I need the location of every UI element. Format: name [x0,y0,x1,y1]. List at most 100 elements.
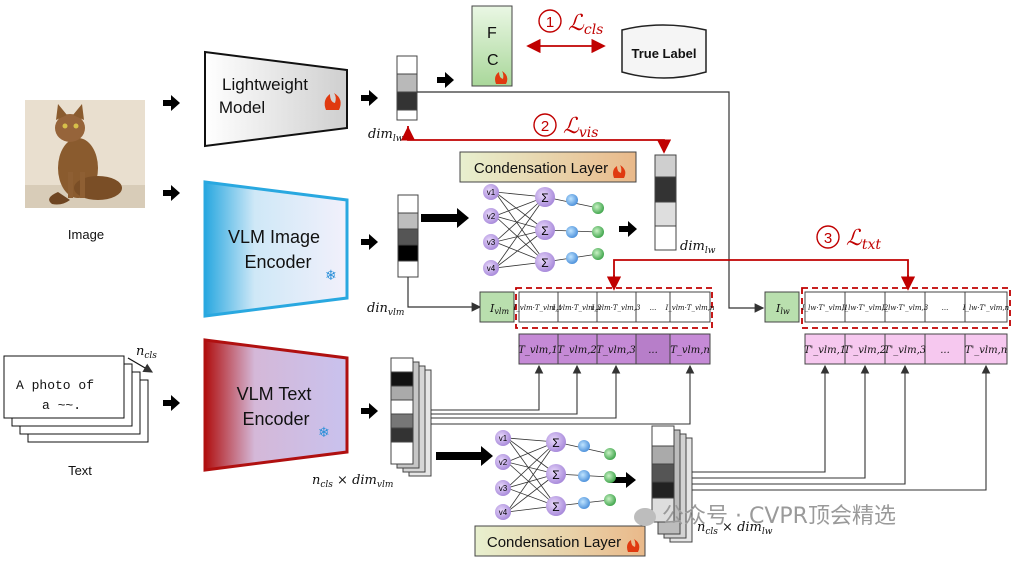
svg-text:Σ: Σ [541,256,548,270]
svg-text:...: ... [650,304,657,312]
image-label: Image [68,227,104,242]
i-vlm-box: Ivlm [479,291,515,323]
feature-vector-lw [396,55,418,121]
feature-vector-condensed [654,154,677,251]
svg-text:v2: v2 [487,212,496,221]
loss-cls: 1 ℒcls [538,9,603,38]
svg-text:Σ: Σ [541,224,548,238]
vlm-text-embedding-row: T_vlm,1 T_vlm,2 T_vlm,3 ... T_vlm,n [518,333,711,365]
svg-text:I_vlm·T_vlm,3: I_vlm·T_vlm,3 [591,304,642,312]
svg-text:Condensation Layer: Condensation Layer [474,160,608,177]
svg-text:ncls: ncls [136,344,157,361]
svg-text:I_lw·T'_vlm,3: I_lw·T'_vlm,3 [881,304,929,312]
svg-text:I_lw·T'_vlm,1: I_lw·T'_vlm,1 [801,304,848,312]
svg-text:v3: v3 [487,238,496,247]
text-prompt-stack: A photo of a ~~. ncls [3,344,157,443]
vlm-image-encoder-block: VLM Image Encoder ❄ [203,180,349,318]
svg-text:v4: v4 [499,508,508,517]
frozen-snowflake-icon: ❄ [318,425,330,441]
vlm-text-encoder-block: VLM Text Encoder ❄ [203,338,349,472]
svg-text:T'_vlm,3: T'_vlm,3 [884,345,926,356]
svg-text:T'_vlm,n: T'_vlm,n [965,345,1007,356]
svg-text:2: 2 [541,118,549,135]
svg-text:...: ... [940,345,950,356]
svg-text:C: C [487,52,499,69]
svg-text:A photo of: A photo of [16,378,94,393]
i-lw-box: Ilw [764,291,800,323]
svg-text:Condensation Layer: Condensation Layer [487,534,621,551]
svg-text:Σ: Σ [552,468,559,482]
svg-text:ℒvis: ℒvis [563,114,598,141]
flow-arrows [163,72,637,488]
svg-text:Σ: Σ [552,500,559,514]
svg-text:Encoder: Encoder [244,252,311,272]
neural-net-bottom: v1 v2 v3 v4 Σ Σ Σ [495,430,616,520]
svg-text:1: 1 [546,14,554,31]
svg-text:Model: Model [219,98,265,117]
feature-vector-vlm [397,194,419,278]
svg-text:I_vlm·T_vlm,n: I_vlm·T_vlm,n [664,304,715,312]
svg-text:VLM Image: VLM Image [228,227,320,247]
trainable-fire-icon [627,539,640,552]
svg-text:T_vlm,1: T_vlm,1 [518,345,558,356]
trainable-fire-icon [324,93,341,110]
svg-text:a ~~.: a ~~. [42,398,81,413]
trainable-fire-icon [613,165,626,178]
svg-text:dinvlm: dinvlm [367,301,404,318]
lightweight-model-block: Lightweight Model [204,50,348,148]
frozen-snowflake-icon: ❄ [325,268,337,284]
lw-similarity-row: I_lw·T'_vlm,1 I_lw·T'_vlm,2 I_lw·T'_vlm,… [801,287,1011,329]
svg-text:v3: v3 [499,484,508,493]
true-label-box: True Label [621,24,707,79]
svg-text:T'_vlm,1: T'_vlm,1 [804,345,846,356]
vlm-similarity-row: I_vlm·T_vlm,1 I_vlm·T_vlm,2 I_vlm·T_vlm,… [513,287,715,329]
svg-text:Lightweight: Lightweight [222,75,308,94]
svg-text:I_vlm·T_vlm,2: I_vlm·T_vlm,2 [552,304,603,312]
svg-text:I_vlm·T_vlm,1: I_vlm·T_vlm,1 [513,304,563,312]
svg-text:F: F [487,25,497,42]
svg-text:ℒcls: ℒcls [568,11,603,38]
svg-text:dimlw: dimlw [368,127,404,144]
watermark: 公众号 · CVPR顶会精选 [634,498,896,530]
svg-text:...: ... [942,304,949,312]
wechat-icon [634,508,656,526]
svg-text:I_lw·T'_vlm,n: I_lw·T'_vlm,n [962,304,1010,312]
svg-text:Encoder: Encoder [242,409,309,429]
svg-text:Σ: Σ [541,191,548,205]
svg-text:VLM Text: VLM Text [237,384,312,404]
cat-image [25,100,145,208]
svg-text:I_lw·T'_vlm,2: I_lw·T'_vlm,2 [841,304,889,312]
svg-text:ℒtxt: ℒtxt [846,226,881,253]
condensation-layer-bottom: Condensation Layer [474,525,646,557]
svg-text:T_vlm,2: T_vlm,2 [557,345,597,356]
svg-text:T_vlm,n: T_vlm,n [670,345,710,356]
svg-text:v1: v1 [499,434,508,443]
loss-vis-arrow [407,126,672,154]
svg-text:True Label: True Label [631,46,696,61]
svg-text:v2: v2 [499,458,508,467]
neural-net-top: v1 v2 v3 v4 Σ Σ Σ [483,184,604,276]
svg-text:T_vlm,3: T_vlm,3 [596,345,636,356]
svg-text:Σ: Σ [552,436,559,450]
loss-vis: 2 ℒvis [533,113,598,141]
svg-text:v4: v4 [487,264,496,273]
svg-text:ncls × dimlw: ncls × dimlw [697,520,773,537]
condensation-layer-top: Condensation Layer [459,151,637,183]
svg-text:v1: v1 [487,188,496,197]
text-label: Text [68,463,92,478]
loss-txt-arrow [613,259,909,288]
fc-layer: F C [471,5,513,87]
svg-text:3: 3 [824,230,832,247]
loss-txt: 3 ℒtxt [816,225,881,253]
svg-text:T'_vlm,2: T'_vlm,2 [844,345,886,356]
svg-text:Ilw: Ilw [775,302,790,316]
trainable-fire-icon [495,71,508,84]
lw-text-embedding-row: T'_vlm,1 T'_vlm,2 T'_vlm,3 ... T'_vlm,n [804,333,1008,365]
text-embedding-stack-lw [651,425,693,543]
svg-text:dimlw: dimlw [680,239,716,256]
svg-text:...: ... [648,345,658,356]
text-embedding-stack-vlm [390,357,432,477]
svg-text:Ivlm: Ivlm [489,302,509,316]
svg-text:ncls × dimvlm: ncls × dimvlm [312,473,393,490]
